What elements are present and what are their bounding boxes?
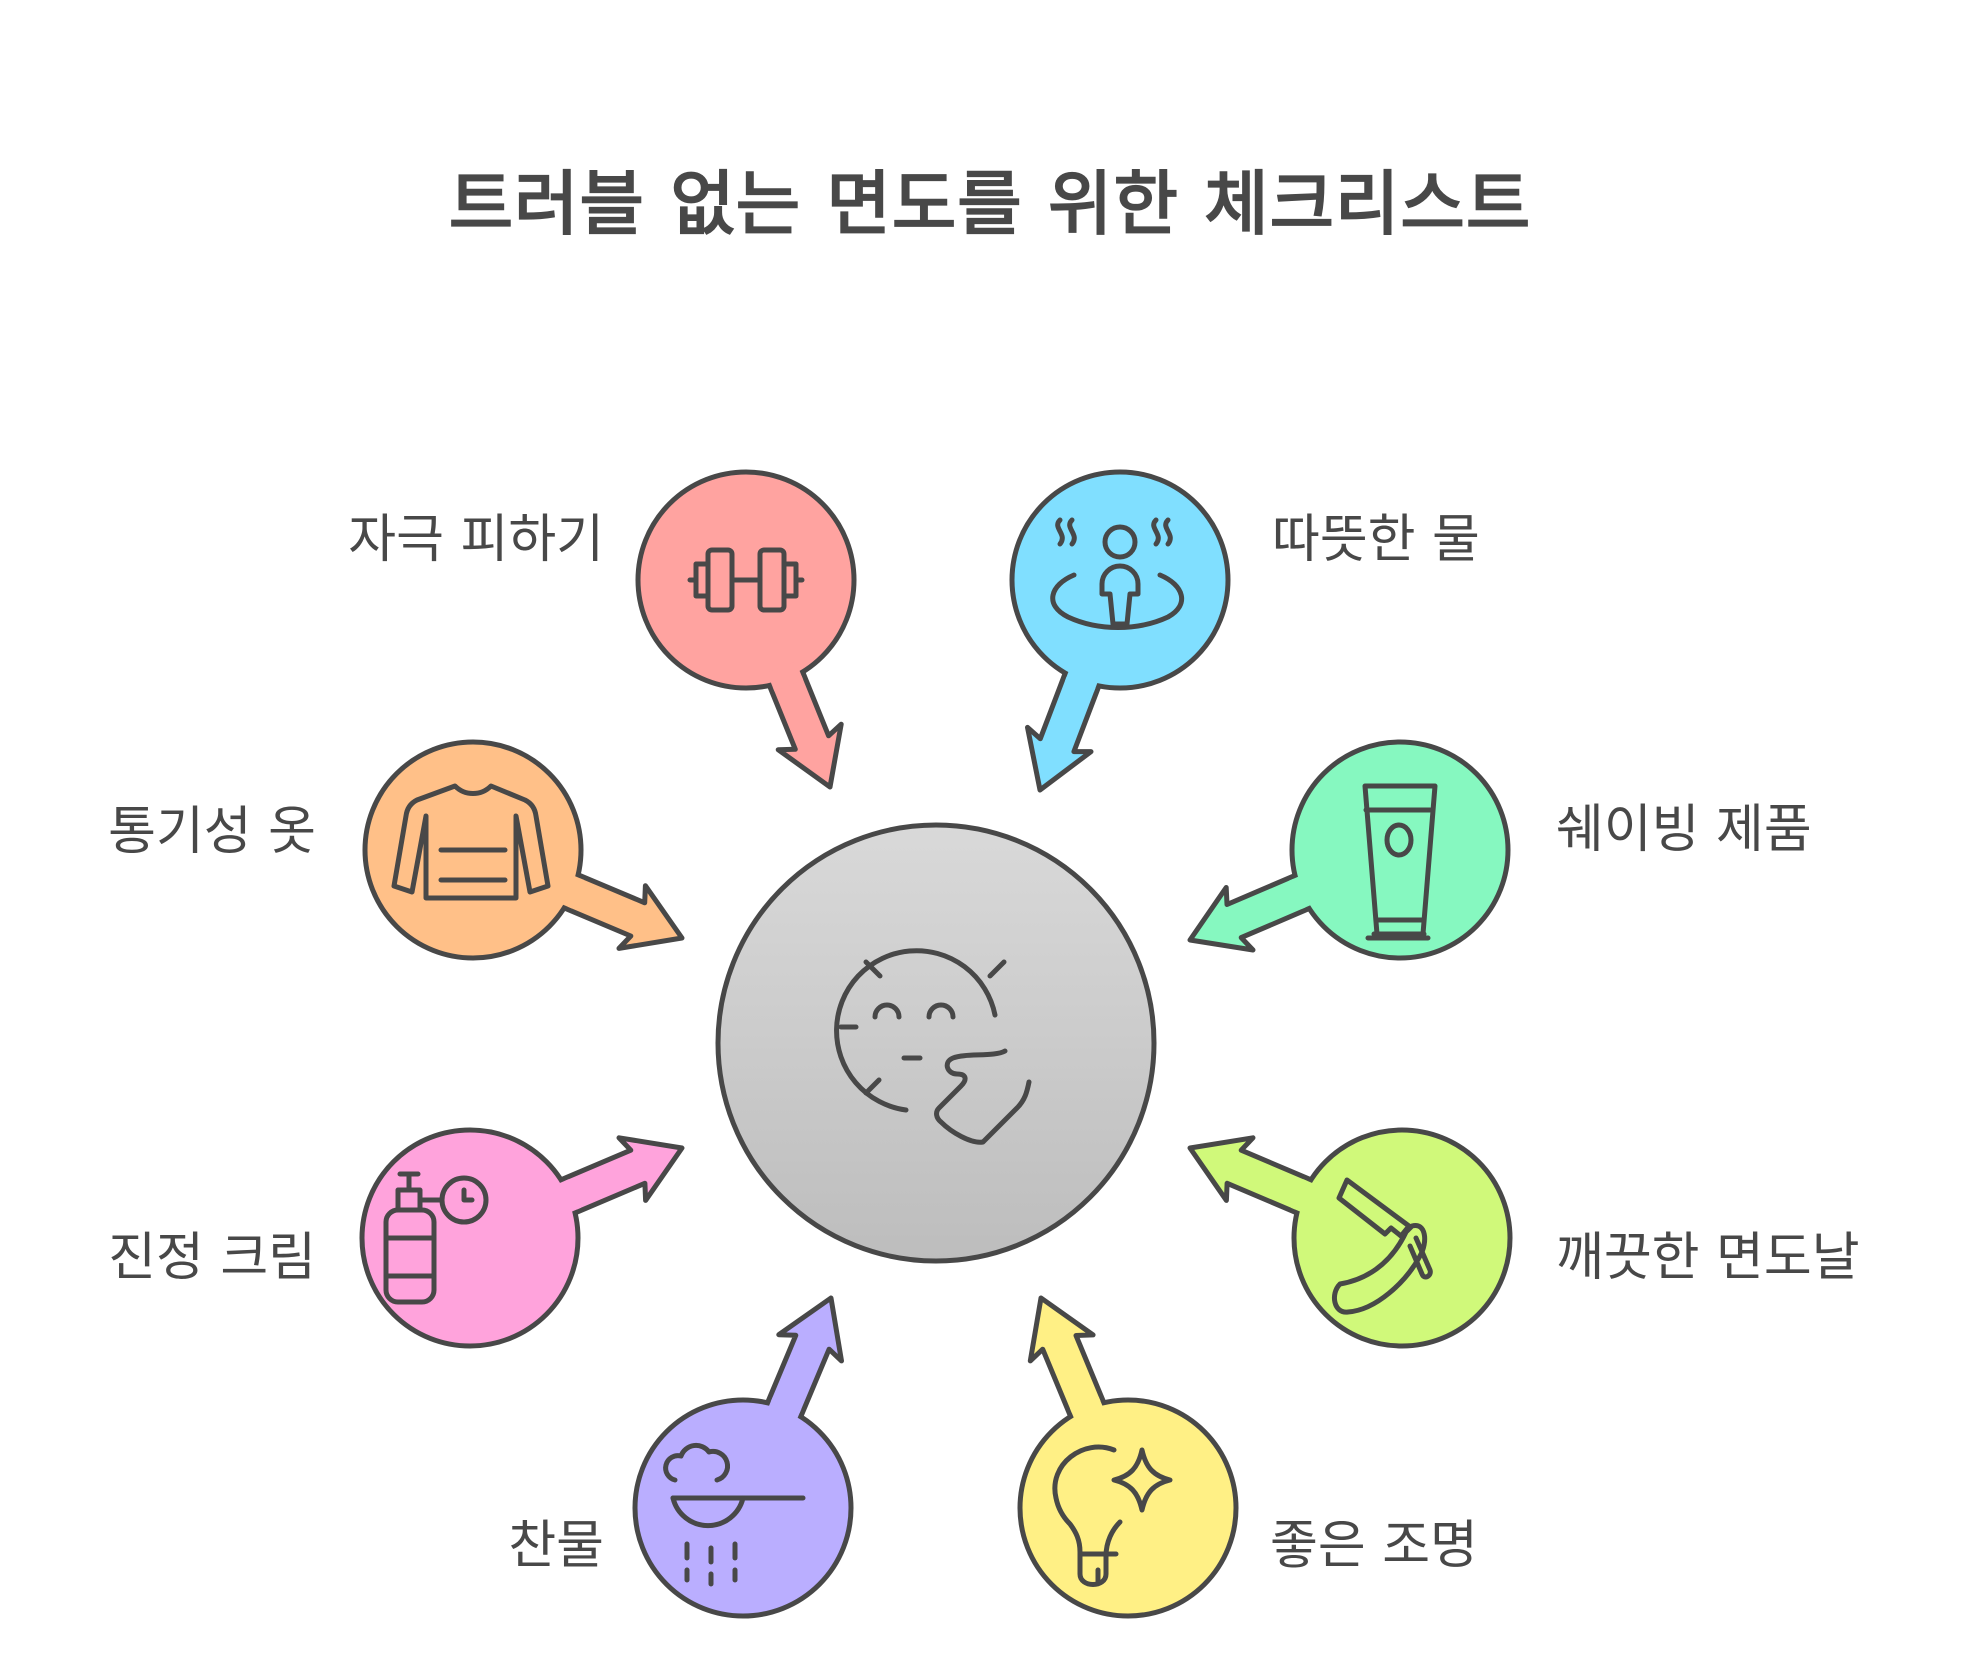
item-circle	[632, 1397, 854, 1619]
shirt-icon	[391, 783, 551, 901]
checklist-item-straight-razor	[1187, 1127, 1513, 1349]
lightbulb-icon	[1052, 1444, 1173, 1587]
checklist-item-dumbbell	[635, 469, 857, 790]
lotion-timer-icon	[383, 1171, 489, 1305]
warm-bath-icon	[1050, 517, 1185, 630]
cold-water-icon	[663, 1442, 806, 1587]
fresh-face-icon	[834, 948, 1032, 1145]
item-label: 찬물	[508, 1516, 604, 1576]
item-circle	[1009, 469, 1231, 691]
item-circle	[359, 1127, 581, 1349]
cream-tube-icon	[1362, 783, 1438, 941]
center-hub	[715, 822, 1157, 1264]
item-label: 쉐이빙 제품	[1556, 800, 1812, 860]
item-label: 좋은 조명	[1270, 1516, 1478, 1576]
checklist-item-warm-bath	[1009, 469, 1231, 793]
item-label: 통기성 옷	[108, 802, 316, 862]
item-label: 따뜻한 물	[1272, 510, 1480, 570]
checklist-item-cream-tube	[1187, 739, 1511, 961]
item-circle	[1289, 739, 1511, 961]
page-title: 트러블 없는 면도를 위한 체크리스트	[448, 163, 1532, 245]
straight-razor-icon	[1331, 1177, 1433, 1315]
item-label: 자극 피하기	[348, 510, 604, 570]
dumbbell-icon	[687, 547, 805, 613]
item-label: 깨끗한 면도날	[1556, 1228, 1860, 1288]
item-label: 진정 크림	[108, 1228, 316, 1288]
item-circle	[1017, 1397, 1239, 1619]
checklist-item-lotion-timer	[359, 1127, 685, 1349]
checklist-item-cold-water	[632, 1295, 854, 1619]
checklist-item-shirt	[362, 739, 685, 961]
checklist-item-lightbulb	[1017, 1295, 1239, 1619]
